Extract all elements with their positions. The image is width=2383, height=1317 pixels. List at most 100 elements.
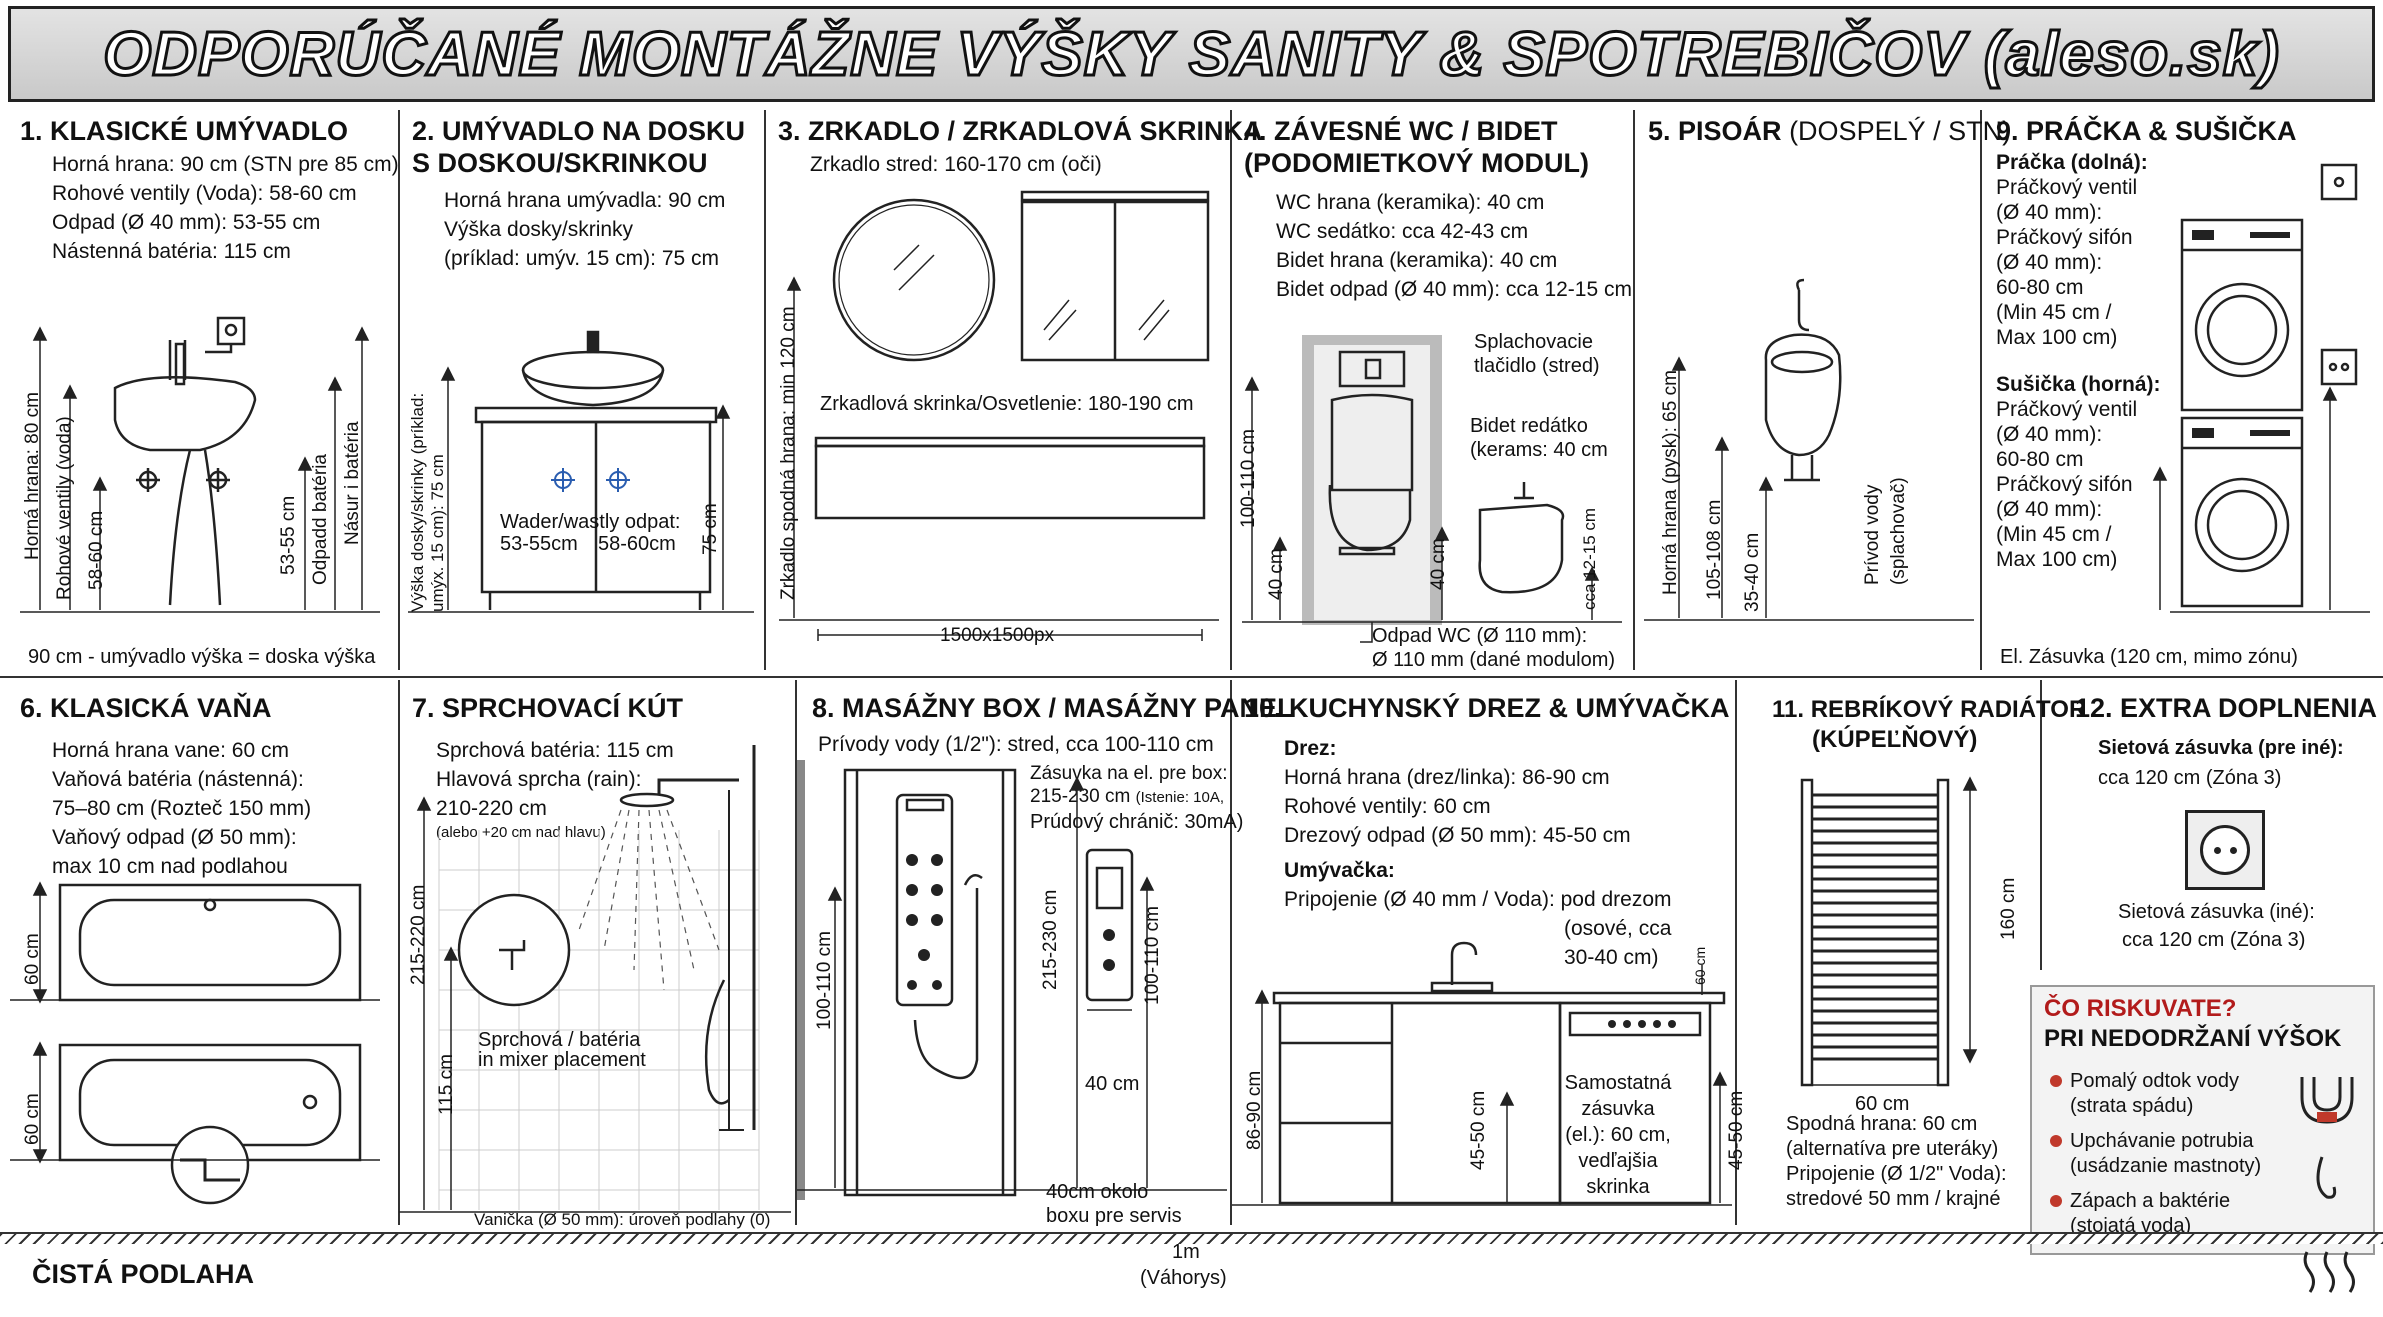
divider [764, 110, 766, 670]
spec-line: Hlavová sprcha (rain): [436, 768, 642, 791]
bullet-icon [2050, 1195, 2062, 1207]
panel7-title: 7. SPRCHOVACÍ KÚT [412, 693, 684, 723]
radiator-drawing [1800, 776, 1978, 1087]
dim-label: 105-108 cm [1704, 499, 1725, 600]
cabinet-label: Zrkadlová skrinka/Osvetlenie: 180-190 cm [820, 393, 1194, 415]
spec-line: Rohové ventily (Voda): 58-60 cm [52, 182, 357, 205]
divider [1735, 680, 1737, 1225]
spec-line: Max 100 cm) [1996, 326, 2118, 349]
spec-line: 60-80 cm [1996, 448, 2084, 471]
risk-text: Zápach a baktérie [2070, 1190, 2231, 1212]
panel5-title: 5. PISOÁR (DOSPELÝ / STN) [1648, 115, 2011, 147]
panel1-title: 1. KLASICKÉ UMÝVADLO [20, 116, 349, 146]
socket-label: cca 120 cm (Zóna 3) [2122, 929, 2306, 951]
socket-height: 215-230 cm [1030, 786, 1131, 807]
outlet-line: vedľajšia [1578, 1150, 1658, 1172]
dim-label: 40 cm [1085, 1073, 1140, 1095]
sink-heading: Drez: [1284, 737, 1337, 760]
dim-label: 40 cm [1266, 548, 1287, 600]
spec-line: (Min 45 cm / [1996, 301, 2112, 324]
page-title: ODPORÚČANÉ MONTÁŽNE VÝŠKY SANITY & SPOTR… [102, 18, 2281, 90]
wader-label: 58-60cm [598, 533, 676, 555]
panel1-specs: Horná hrana: 90 cm (STN pre 85 cm) Rohov… [52, 150, 399, 266]
divider [795, 680, 797, 1225]
dim-label: 45-50 cm [1726, 1090, 1747, 1170]
panel11-title: 11. REBRÍKOVÝ RADIÁTOR [1772, 696, 2087, 723]
socket-label: cca 120 cm (Zóna 3) [2098, 767, 2282, 789]
divider [1980, 110, 1982, 670]
risk-text: Upchávanie potrubia [2070, 1130, 2254, 1152]
panel2-title: 2. UMÝVADLO NA DOSKU S DOSKOU/SKRINKOU [412, 116, 746, 178]
spec-line: Rohové ventily: 60 cm [1284, 795, 1491, 818]
divider [398, 110, 400, 670]
dim-label: 115 cm [436, 1054, 457, 1115]
spec-line: (Min 45 cm / [1996, 523, 2112, 546]
panel12-title: 12. EXTRA DOPLNENIA [2075, 693, 2378, 723]
dim-label: 215-230 cm [1040, 889, 1061, 990]
panel8-specs: Prívody vody (1/2"): stred, cca 100-110 … [818, 730, 1214, 759]
risk-text: (usádzanie mastnoty) [2070, 1155, 2262, 1177]
spec-line: Práčkový sifón [1996, 226, 2133, 249]
divider [1230, 680, 1232, 1225]
width-label: 1500x1500px [940, 625, 1055, 646]
socket-note: (Istenie: 10A, [1135, 789, 1225, 806]
divider [2040, 680, 2042, 970]
spec-line: max 10 cm nad podlahou [52, 855, 288, 878]
divider [1633, 110, 1635, 670]
risk-item: (usádzanie mastnoty) [2070, 1154, 2261, 1179]
panel5-title-main: 5. PISOÁR [1648, 116, 1782, 146]
row-divider [0, 676, 2383, 678]
risk-icons [2300, 1077, 2355, 1293]
dim-label: Zrkadlo spodná hrana: min 120 cm [778, 306, 799, 600]
dim-label: Rohové ventily (voda) [54, 416, 75, 600]
bullet-icon [2050, 1135, 2062, 1147]
massage-box-drawing [797, 760, 1227, 1200]
wc-bidet-drawing [1242, 335, 1622, 643]
panel4-specs: WC hrana (keramika): 40 cm WC sedátko: c… [1276, 188, 1632, 304]
spec-line: Bidet odpad (Ø 40 mm): cca 12-15 cm [1276, 278, 1632, 301]
spec-line: 60-80 cm [1996, 276, 2084, 299]
dim-label: Násur i batéria [342, 421, 363, 545]
socket-note: Prúdový chránič: 30mA) [1030, 811, 1244, 833]
scale-label: (Váhorys) [1140, 1267, 1227, 1289]
dim-label: 58-60 cm [86, 510, 107, 590]
socket-label: Sietová zásuvka (iné): [2118, 901, 2315, 923]
spec-line: Sprchová batéria: 115 cm [436, 739, 674, 762]
risk-item: (strata spádu) [2070, 1094, 2193, 1119]
panel8-title: 8. MASÁŽNY BOX / MASÁŽNY PANEL [812, 693, 1294, 723]
risk-text: Pomalý odtok vody [2070, 1070, 2239, 1092]
spec-line: Vaňový odpad (Ø 50 mm): [52, 826, 297, 849]
dim-label: 40 cm [1428, 538, 1449, 590]
outlet-line: skrinka [1586, 1176, 1650, 1198]
dim-label: 160 cm [1998, 877, 2019, 940]
dim-label: 215-220 cm [408, 884, 429, 985]
spec-line: Výška dosky/skrinky [444, 218, 634, 241]
washer-heading: Práčka (dolná): [1996, 151, 2148, 174]
bidet-label: (kerams: 40 cm [1470, 439, 1608, 461]
spec-line: (Ø 40 mm): [1996, 201, 2103, 224]
panel1-footer: 90 cm - umývadlo výška = doska výška [28, 646, 376, 668]
panel9-footer: El. Zásuvka (120 cm, mimo zónu) [2000, 646, 2298, 668]
dim-label: 53-55 cm [278, 495, 299, 575]
spec-line: Pripojenie (Ø 40 mm / Voda): pod drezom [1284, 888, 1672, 911]
scale-label: 1m [1172, 1241, 1200, 1263]
panel7-footer: Vanička (Ø 50 mm): úroveň podlahy (0) [474, 1210, 771, 1229]
wc-drain-label: Odpad WC (Ø 110 mm): [1372, 625, 1588, 647]
dim-label: (splachovač) [1888, 477, 1909, 585]
dim-label: Horná hrana (pysk): 65 cm [1660, 370, 1681, 595]
risk-item: (stojatá voda) [2070, 1214, 2191, 1239]
spec-line: Max 100 cm) [1996, 548, 2118, 571]
bullet-icon [2050, 1075, 2062, 1087]
washbasin-drawing [20, 316, 380, 613]
spec-line: (alternatíva pre uteráky) [1786, 1138, 1999, 1160]
panel4-title: 4. ZÁVESNÉ WC / BIDET (PODOMIETKOVÝ MODU… [1244, 116, 1589, 178]
spec-line: (príklad: umýv. 15 cm): 75 cm [444, 247, 720, 270]
service-label: boxu pre servis [1046, 1205, 1182, 1227]
mixer-label: Sprchová / batéria [478, 1029, 641, 1051]
dim-label: 60 cm [1692, 946, 1708, 985]
mixer-label: in mixer placement [478, 1049, 646, 1071]
dim-label: Horná hrana: 80 cm [22, 392, 43, 560]
spec-note: (alebo +20 cm nad hlavu) [436, 824, 606, 841]
panel6-title: 6. KLASICKÁ VAŇA [20, 693, 272, 723]
spec-line: Zrkadlo stred: 160-170 cm (oči) [810, 153, 1102, 176]
